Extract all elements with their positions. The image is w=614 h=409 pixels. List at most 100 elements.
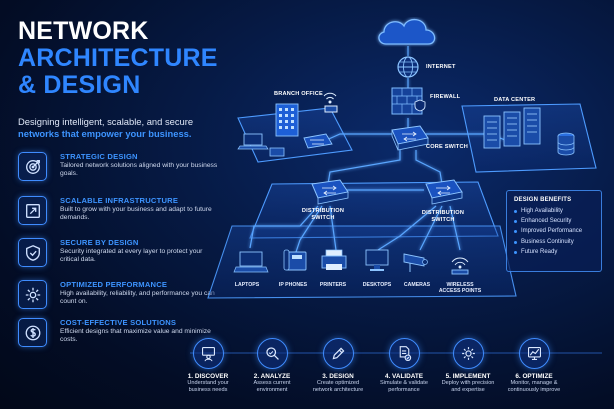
camera-icon xyxy=(403,253,428,272)
pencil-icon xyxy=(322,338,354,369)
page-title: NETWORK ARCHITECTURE & DESIGN xyxy=(18,18,218,99)
feature-title: SCALABLE INFRASTRUCTURE xyxy=(60,196,179,205)
title-line-3: & DESIGN xyxy=(18,71,141,99)
cloud-icon xyxy=(378,19,436,45)
step-design: 3. DESIGN Create optimized network archi… xyxy=(308,338,368,394)
feature-title: SECURE BY DESIGN xyxy=(60,238,139,247)
feature-secure-by-design: SECURE BY DESIGN Security integrated at … xyxy=(18,238,214,272)
feature-cost-effective: COST-EFFECTIVE SOLUTIONS Efficient desig… xyxy=(18,318,214,352)
step-desc: Monitor, manage & continuously improve xyxy=(507,380,561,393)
step-discover: 1. DISCOVER Understand your business nee… xyxy=(178,338,238,394)
feature-scalable-infrastructure: SCALABLE INFRASTRUCTURE Built to grow wi… xyxy=(18,196,214,230)
printer-icon xyxy=(321,249,347,270)
phone-icon-branch xyxy=(269,147,285,157)
feature-desc: Tailored network solutions aligned with … xyxy=(60,162,218,178)
office-building-icon xyxy=(275,103,299,137)
design-benefits-panel: DESIGN BENEFITS High Availability Enhanc… xyxy=(506,190,602,272)
feature-optimized-performance: OPTIMIZED PERFORMANCE High availability,… xyxy=(18,280,215,314)
laptop-icon-branch xyxy=(237,133,269,150)
firewall-label: FIREWALL xyxy=(430,94,461,100)
device-label-printers: PRINTERS xyxy=(319,282,347,288)
benefit-item: Business Continuity xyxy=(514,239,594,245)
distribution-switch-right-icon xyxy=(425,179,463,205)
link-core-dist-left xyxy=(327,150,401,185)
user-board-icon xyxy=(192,338,224,369)
step-title: 4. VALIDATE xyxy=(384,373,424,380)
subtitle: Designing intelligent, scalable, and sec… xyxy=(18,116,208,140)
link-dist-right-wap xyxy=(449,205,461,251)
subtitle-highlight: networks that empower your business. xyxy=(18,128,192,139)
device-label-ip-phones: IP PHONES xyxy=(278,282,308,288)
step-validate: 4. VALIDATE Simulate & validate performa… xyxy=(374,338,434,394)
benefit-item: High Availability xyxy=(514,208,594,214)
wifi-router-icon xyxy=(323,92,338,113)
feature-title: STRATEGIC DESIGN xyxy=(60,152,138,161)
link-dist-right-desktops xyxy=(377,205,437,251)
link-dist-right-cameras xyxy=(419,205,443,251)
step-optimize: 6. OPTIMIZE Monitor, manage & continuous… xyxy=(504,338,564,394)
step-desc: Deploy with precision and expertise xyxy=(441,380,495,393)
step-title: 6. OPTIMIZE xyxy=(515,373,553,380)
step-desc: Understand your business needs xyxy=(187,380,229,393)
step-title: 5. IMPLEMENT xyxy=(445,373,491,380)
benefits-title: DESIGN BENEFITS xyxy=(514,197,572,203)
dollar-icon xyxy=(18,318,47,347)
server-rack-icon xyxy=(483,107,541,149)
step-title: 3. DESIGN xyxy=(322,373,354,380)
branch-office-label: BRANCH OFFICE xyxy=(274,91,323,97)
distribution-left-label: DISTRIBUTION SWITCH xyxy=(301,208,345,221)
internet-label: INTERNET xyxy=(426,64,456,70)
feature-title: OPTIMIZED PERFORMANCE xyxy=(60,280,168,289)
link-dist-left-laptops xyxy=(249,205,319,249)
step-desc: Assess current environment xyxy=(253,380,291,393)
subtitle-text: Designing intelligent, scalable, and sec… xyxy=(18,116,194,127)
step-title: 2. ANALYZE xyxy=(253,373,291,380)
device-label-cameras: CAMERAS xyxy=(403,282,431,288)
firewall-icon xyxy=(391,87,426,115)
shield-check-icon xyxy=(18,238,47,267)
chart-icon xyxy=(518,338,550,369)
feature-desc: High availability, reliability, and perf… xyxy=(60,290,215,306)
link-core-dist-right xyxy=(415,150,443,185)
core-switch-icon xyxy=(391,125,429,151)
gear-icon xyxy=(452,338,484,369)
device-label-desktops: DESKTOPS xyxy=(362,282,392,288)
device-label-laptops: LAPTOPS xyxy=(234,282,260,288)
title-line-1: NETWORK xyxy=(18,17,149,45)
access-platform xyxy=(207,225,517,299)
globe-icon xyxy=(397,56,419,78)
step-desc: Simulate & validate performance xyxy=(380,380,428,393)
step-analyze: 2. ANALYZE Assess current environment xyxy=(242,338,302,394)
target-icon xyxy=(18,152,47,181)
title-line-2: ARCHITECTURE xyxy=(18,44,218,72)
desktop-icon xyxy=(365,249,389,271)
benefit-item: Improved Performance xyxy=(514,228,594,234)
feature-desc: Efficient designs that maximize value an… xyxy=(60,328,211,344)
benefit-item: Enhanced Security xyxy=(514,218,594,224)
device-label-wireless: WIRELESS ACCESS POINTS xyxy=(438,282,482,295)
feature-desc: Built to grow with your business and ada… xyxy=(60,206,212,222)
link-dist-left-phones xyxy=(295,205,323,253)
document-check-icon xyxy=(388,338,420,369)
gear-icon xyxy=(18,280,47,309)
step-desc: Create optimized network architecture xyxy=(312,380,364,393)
step-title: 1. DISCOVER xyxy=(187,373,229,380)
step-implement: 5. IMPLEMENT Deploy with precision and e… xyxy=(438,338,498,394)
distribution-right-label: DISTRIBUTION SWITCH xyxy=(421,210,465,223)
wireless-access-point-icon xyxy=(451,257,469,275)
laptop-icon xyxy=(233,251,269,273)
feature-desc: Security integrated at every layer to pr… xyxy=(60,248,203,264)
link-dist-left-printers xyxy=(329,205,337,251)
distribution-switch-left-icon xyxy=(311,179,349,205)
core-switch-label: CORE SWITCH xyxy=(426,144,468,150)
branch-switch-icon xyxy=(303,133,333,149)
expand-icon xyxy=(18,196,47,225)
feature-strategic-design: STRATEGIC DESIGN Tailored network soluti… xyxy=(18,152,217,186)
benefit-item: Future Ready xyxy=(514,249,594,255)
feature-title: COST-EFFECTIVE SOLUTIONS xyxy=(60,318,177,327)
magnifier-icon xyxy=(256,338,288,369)
data-center-label: DATA CENTER xyxy=(494,97,536,103)
database-icon xyxy=(557,132,575,156)
ip-phone-icon xyxy=(283,249,307,271)
